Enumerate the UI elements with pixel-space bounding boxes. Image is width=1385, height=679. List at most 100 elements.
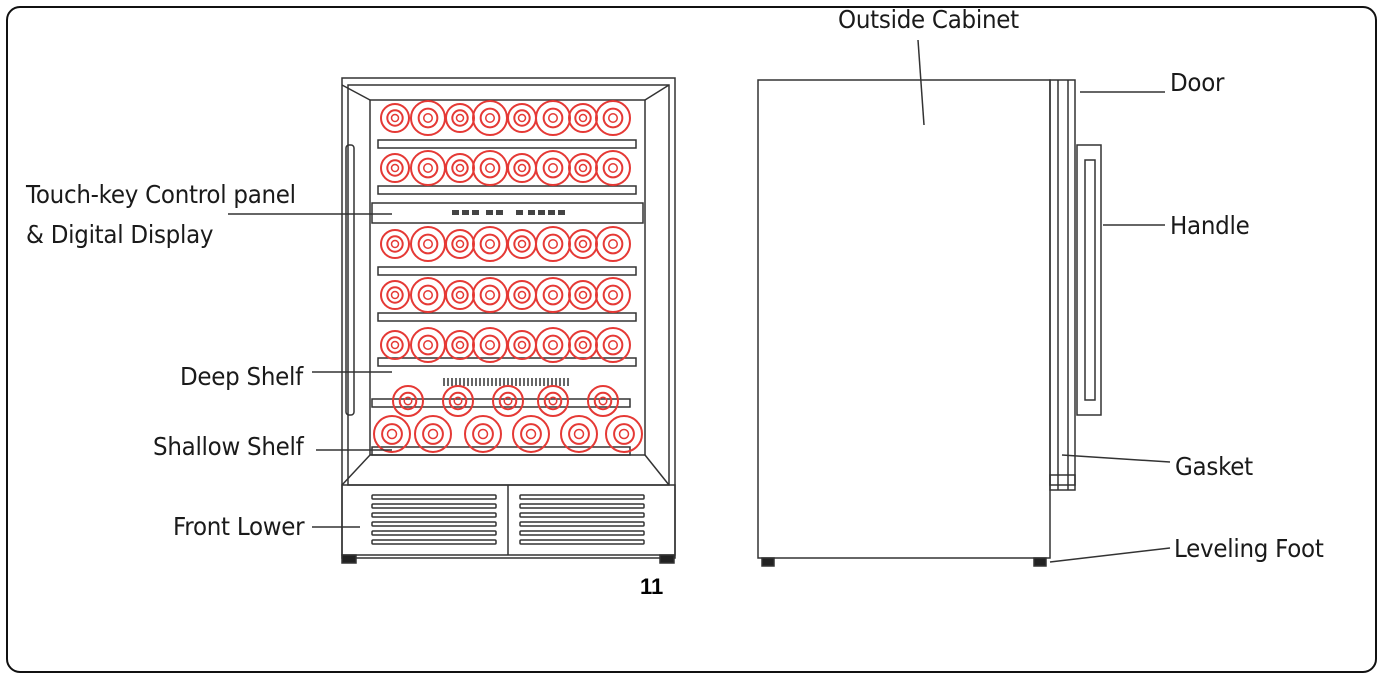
bottle-circle-core (578, 113, 588, 123)
bottle-circle (535, 100, 571, 136)
bottle-circle (380, 330, 410, 360)
bottle-circle (512, 415, 550, 453)
control-button (472, 210, 479, 215)
bottle-circle-inner (451, 159, 469, 177)
bottle-circle (568, 330, 598, 360)
bottle-circle-core (548, 290, 558, 300)
label-deep-shelf: Deep Shelf (180, 362, 303, 391)
bottle-circle-core (423, 163, 433, 173)
bottle-circle (507, 103, 537, 133)
vent-slot (371, 521, 497, 527)
shelf-rail (377, 185, 637, 195)
bottle-circle-inner (422, 423, 444, 445)
bottle-circle-inner (574, 286, 592, 304)
bottle-circle (410, 277, 446, 313)
bottle-circle (568, 280, 598, 310)
bottle-circle (595, 100, 631, 136)
bottle-circle-core (548, 239, 558, 249)
bottle-circle-inner (602, 334, 624, 356)
bottle-circle (392, 385, 424, 417)
side-foot (1033, 557, 1047, 567)
bottle-circle (380, 280, 410, 310)
bottle-circle-core (618, 428, 630, 440)
bottle-circle-inner (602, 107, 624, 129)
bottle-circle-core (517, 340, 527, 350)
bottle-circle (507, 280, 537, 310)
bottle-circle-inner (593, 391, 613, 411)
bottle-circle (410, 150, 446, 186)
bottle-circle-inner (542, 334, 564, 356)
leader-outside-cabinet (917, 39, 925, 126)
bottle-circle (445, 280, 475, 310)
bottle-circle-inner (479, 107, 501, 129)
bottle-circle-inner (543, 391, 563, 411)
bottle-circle-inner (398, 391, 418, 411)
bottle-circle (587, 385, 619, 417)
bottle-circle-inner (386, 336, 404, 354)
bottle-circle-inner (513, 336, 531, 354)
bottle-circle-inner (513, 109, 531, 127)
control-button (538, 210, 545, 215)
bottle-circle-inner (574, 336, 592, 354)
bottle-circle (535, 327, 571, 363)
shelf-rail (377, 266, 637, 276)
bottle-circle-inner (417, 157, 439, 179)
bottle-circle-core (390, 290, 400, 300)
bottle-circle (445, 330, 475, 360)
bottle-circle (492, 385, 524, 417)
bottle-circle-core (517, 290, 527, 300)
control-button (548, 210, 555, 215)
bottle-circle-core (517, 163, 527, 173)
door-corner (644, 454, 670, 486)
bottle-circle-inner (479, 334, 501, 356)
label-door: Door (1170, 68, 1225, 97)
bottle-circle-core (427, 428, 439, 440)
bottle-circle-inner (417, 107, 439, 129)
control-button (452, 210, 459, 215)
bottle-circle (410, 100, 446, 136)
front-foot (659, 554, 675, 564)
control-button (516, 210, 523, 215)
bottle-circle-core (578, 163, 588, 173)
bottle-circle-inner (451, 286, 469, 304)
control-panel-strip (371, 202, 644, 224)
vent-slot (371, 512, 497, 518)
bottle-circle-inner (479, 233, 501, 255)
bottle-circle-inner (386, 235, 404, 253)
control-button (486, 210, 493, 215)
label-front-lower: Front Lower (173, 512, 305, 541)
bottle-circle (472, 226, 508, 262)
bottle-circle (380, 103, 410, 133)
bottle-circle (568, 153, 598, 183)
bottle-circle (442, 385, 474, 417)
bottle-circle-inner (602, 284, 624, 306)
side-handle (1076, 144, 1102, 416)
bottle-circle-core (453, 396, 463, 406)
bottle-circle-core (455, 239, 465, 249)
bottle-circle-core (485, 290, 495, 300)
bottle-circle (560, 415, 598, 453)
bottle-circle-inner (451, 336, 469, 354)
bottle-circle-inner (386, 286, 404, 304)
bottle-circle-inner (448, 391, 468, 411)
vent-slot (371, 494, 497, 500)
bottle-circle-core (455, 163, 465, 173)
bottle-circle (445, 229, 475, 259)
vent-slot (519, 521, 645, 527)
bottle-circle-inner (542, 157, 564, 179)
bottle-circle (380, 229, 410, 259)
bottle-circle-inner (574, 235, 592, 253)
bottle-circle-core (485, 163, 495, 173)
vent-slot (519, 512, 645, 518)
bottle-circle-core (608, 290, 618, 300)
vent-slot (371, 503, 497, 509)
bottle-circle (595, 327, 631, 363)
vent-slot (519, 503, 645, 509)
gasket-strip (1049, 474, 1076, 486)
bottle-circle-core (390, 239, 400, 249)
side-handle-grip (1084, 159, 1096, 401)
page-border (6, 6, 1377, 673)
bottle-circle-core (423, 290, 433, 300)
bottle-circle-inner (602, 157, 624, 179)
page-number: 11 (640, 574, 664, 599)
